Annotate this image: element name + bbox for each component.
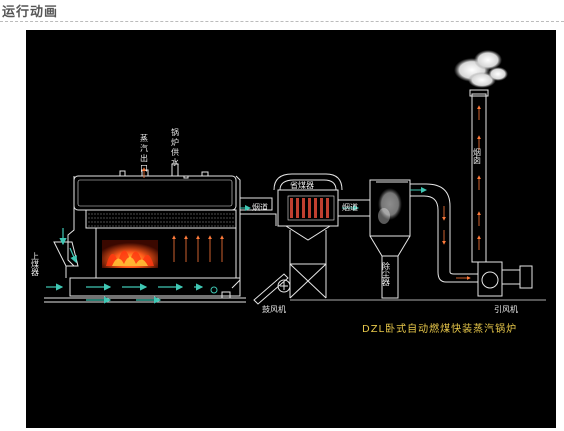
blower-fan: [253, 273, 291, 305]
coal-hopper: [53, 241, 79, 278]
label-boiler-feedwater-text: 锅炉供水: [171, 127, 180, 168]
air-flow-arrows: [46, 283, 204, 304]
label-steam-outlet: 蒸汽出口: [140, 133, 149, 174]
blower-duct: [210, 286, 231, 298]
chimney-smoke: [454, 50, 508, 88]
label-induced-fan: 引风机: [494, 304, 518, 314]
boiler-internal-arrows: [172, 235, 224, 262]
flue-2: [338, 199, 370, 217]
label-coal-input: 上煤器: [31, 252, 40, 277]
economizer-coils: [290, 198, 329, 218]
induced-fan-unit: [477, 261, 533, 297]
label-flue-2: 烟道: [342, 202, 358, 212]
boiler-body: [44, 163, 246, 303]
coal-feed-arrows: [59, 228, 77, 264]
section-title: 运行动画: [2, 5, 59, 20]
duct-to-fan: [410, 183, 478, 283]
diagram-caption: DZL卧式自动燃煤快装蒸汽锅炉: [362, 322, 517, 335]
header-divider: [0, 21, 564, 22]
label-chimney: 烟囱: [473, 148, 482, 165]
duct-arrows: [442, 206, 471, 280]
dust-collector-smoke: [378, 188, 402, 224]
label-dust-collector: 除尘器: [382, 261, 391, 287]
boiler-diagram-panel: 蒸汽出口 锅炉供水 上煤器 烟道 省煤器 烟道 除尘器 烟囱 引风机 鼓风机 D…: [26, 30, 556, 428]
boiler-tube-bank: [88, 213, 234, 227]
label-economizer: 省煤器: [290, 180, 314, 190]
label-flue-1: 烟道: [252, 202, 268, 212]
chimney-stack: [469, 89, 489, 263]
boiler-diagram: 蒸汽出口 锅炉供水 上煤器 烟道 省煤器 烟道 除尘器 烟囱 引风机 鼓风机 D…: [31, 50, 546, 335]
label-boiler-feedwater: 锅炉供水: [171, 127, 180, 168]
furnace-fire: [102, 240, 158, 268]
flue-1: [240, 197, 277, 226]
label-blower: 鼓风机: [262, 304, 286, 314]
label-steam-outlet-text: 蒸汽出口: [140, 133, 149, 174]
economizer-unit: [273, 173, 343, 299]
section-header: 运行动画: [0, 0, 564, 22]
dust-collector-unit: [369, 179, 411, 299]
